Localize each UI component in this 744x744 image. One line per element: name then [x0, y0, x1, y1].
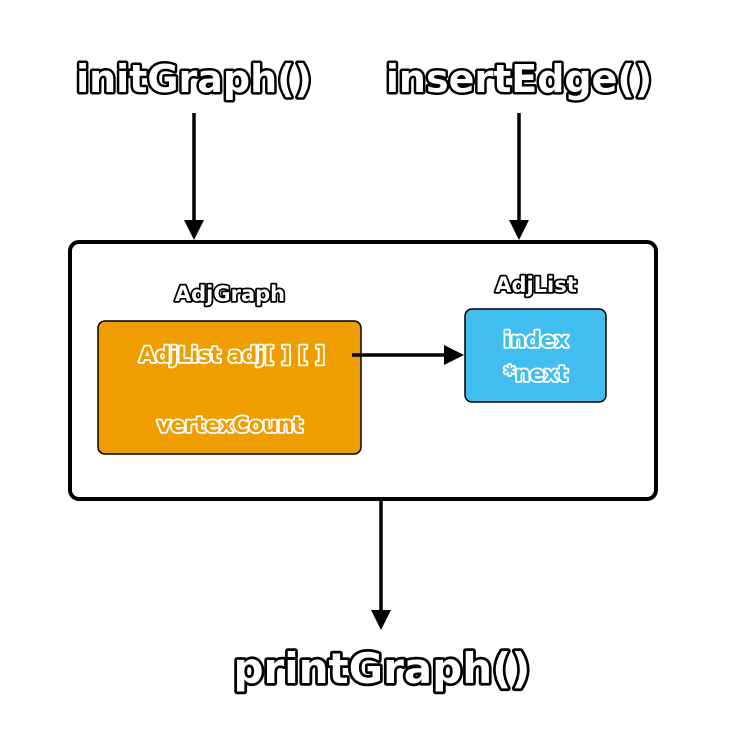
adj-list-field-index: index — [504, 328, 569, 352]
adj-graph-box — [97, 320, 362, 455]
print-graph-label: printGraph() — [233, 644, 530, 693]
adj-list-box — [464, 308, 607, 403]
insert-edge-arrow-head — [509, 220, 529, 240]
adj-graph-title: AdjGraph — [175, 282, 285, 306]
adj-graph-field-adj: AdjList adj[ ] [ ] — [139, 343, 325, 367]
init-graph-label: initGraph() — [76, 57, 312, 101]
print-graph-arrow-head — [371, 610, 391, 630]
adj-list-title: AdjList — [495, 273, 577, 297]
adj-list-field-next: *next — [504, 362, 568, 386]
adj-graph-field-count: vertexCount — [157, 413, 303, 437]
init-graph-arrow-head — [184, 220, 204, 240]
adj-to-list-arrow-head — [444, 345, 464, 365]
insert-edge-label: insertEdge() — [386, 57, 652, 101]
